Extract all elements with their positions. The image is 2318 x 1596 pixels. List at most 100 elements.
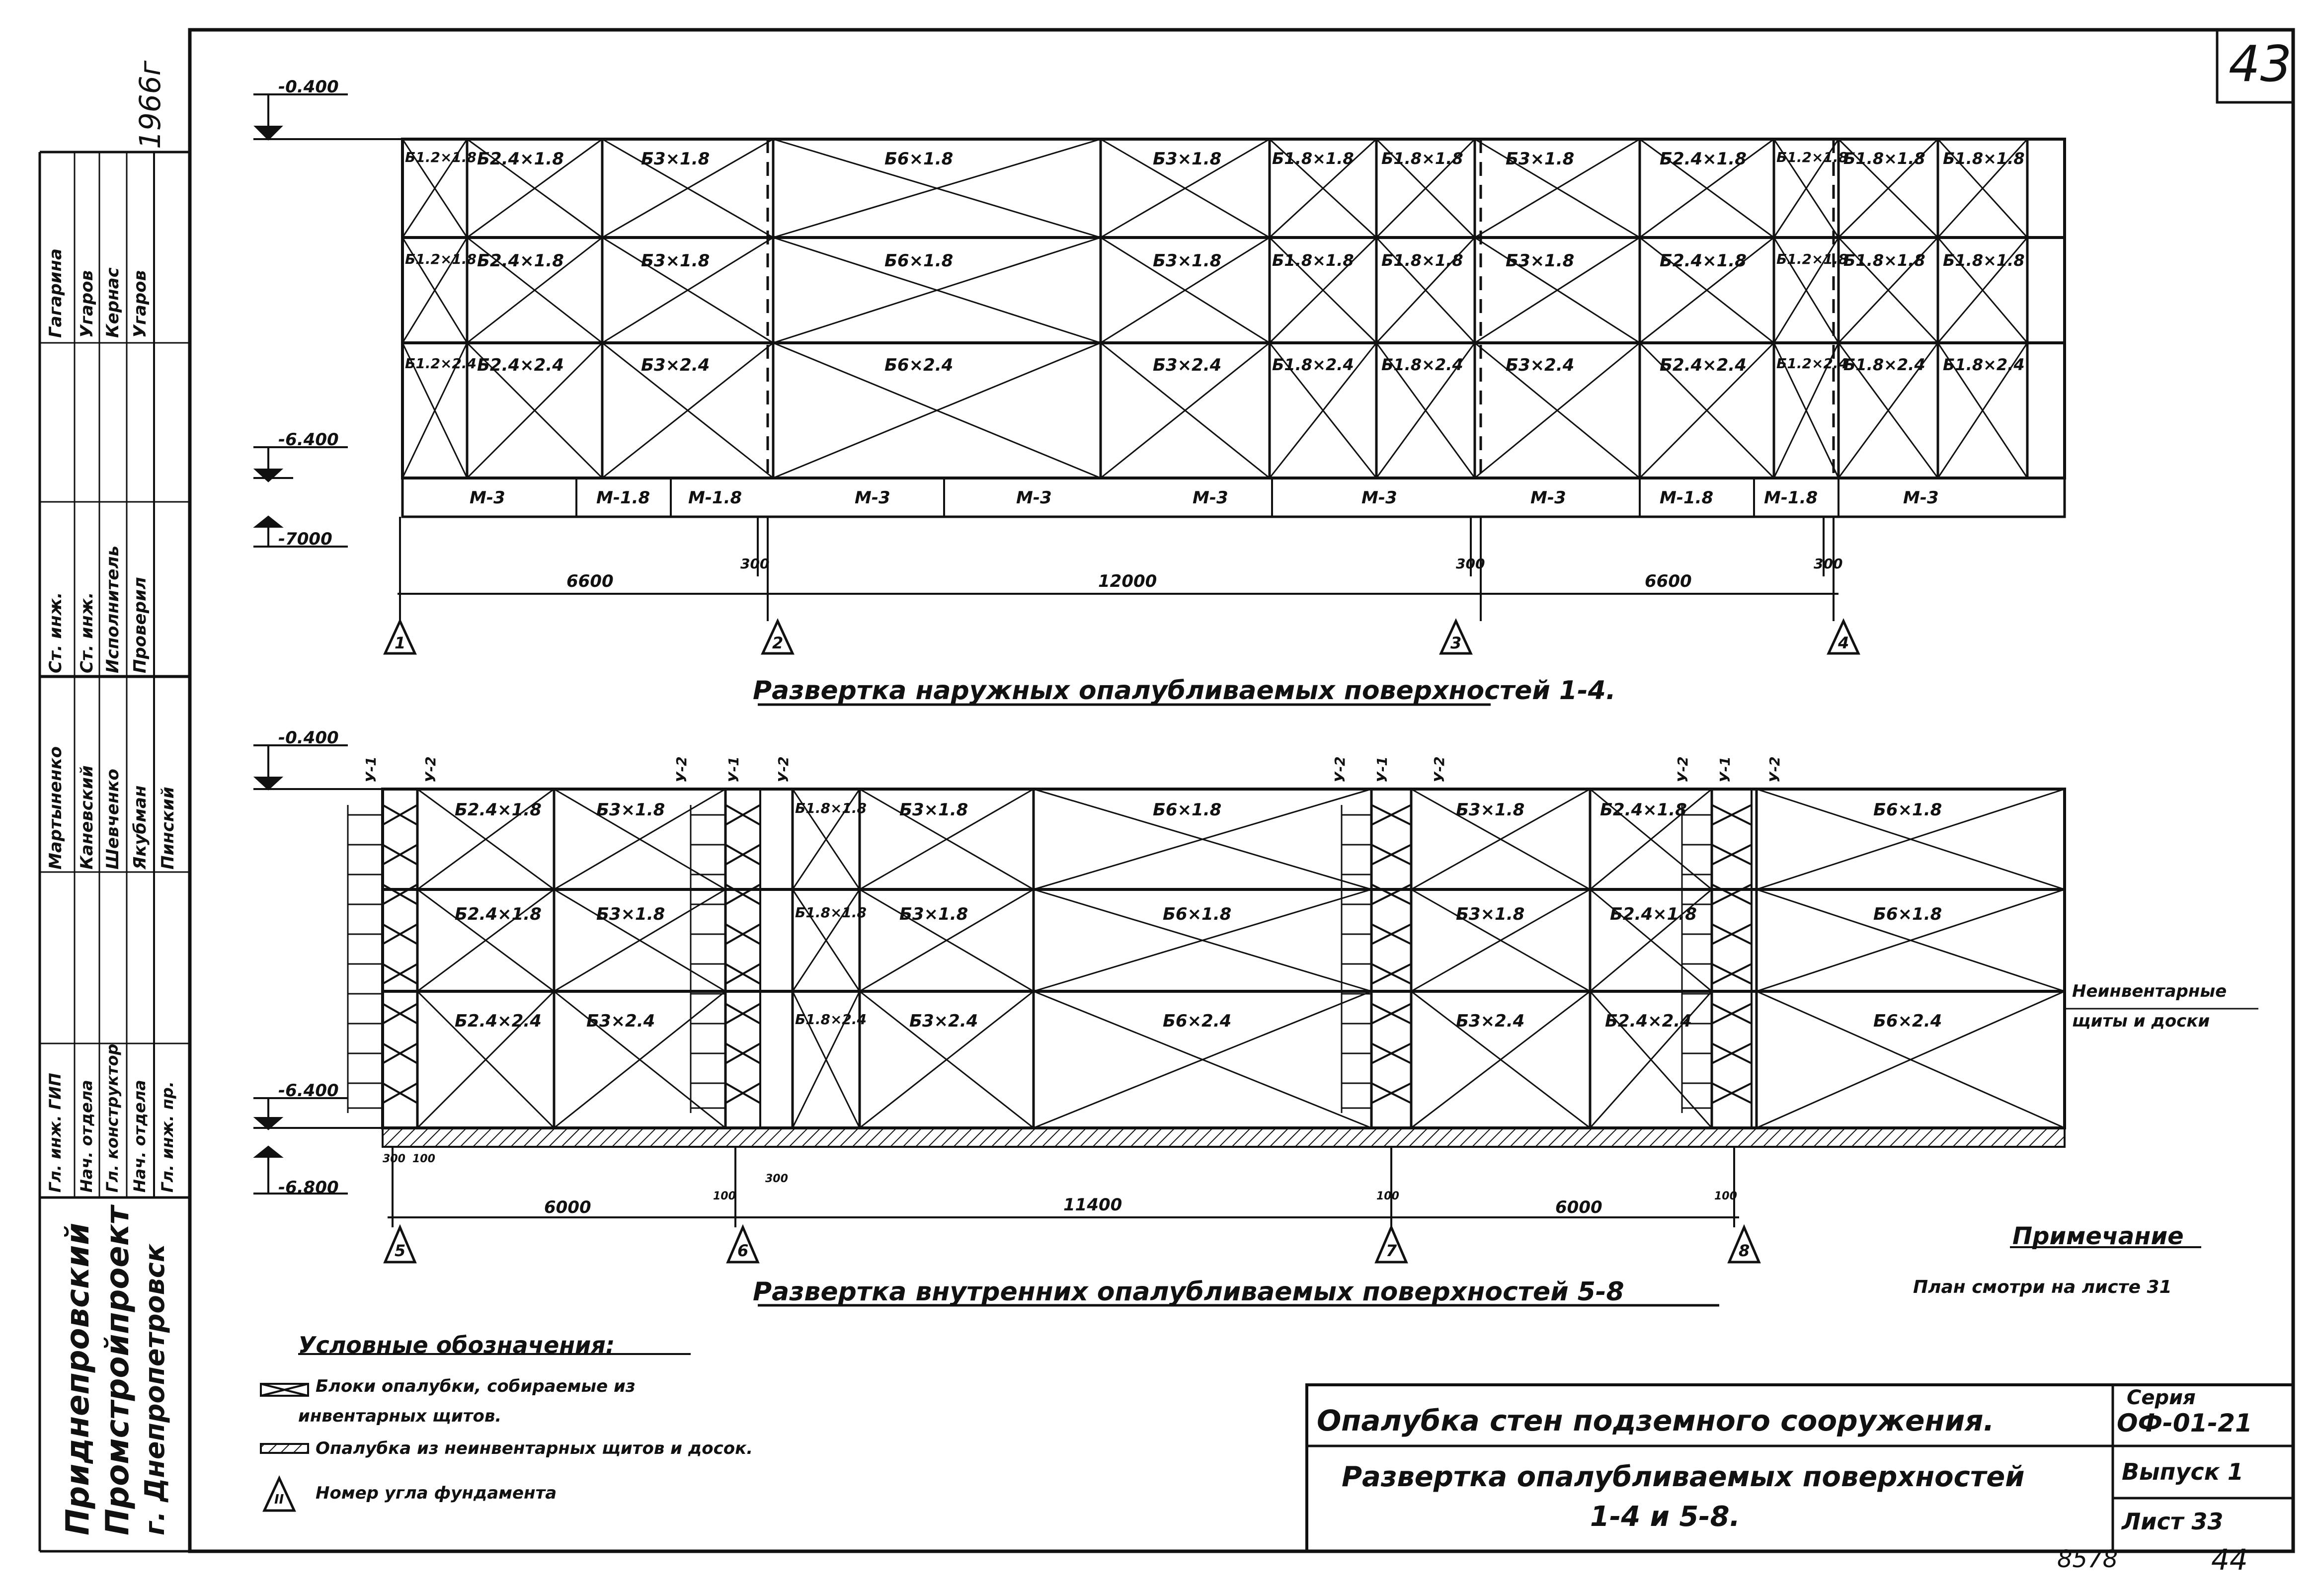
- top-r1-c10: Б1.2×1.8: [1776, 149, 1848, 165]
- corner-7: 7: [1386, 1241, 1397, 1260]
- top-title: Развертка наружных опалубливаемых поверх…: [753, 676, 1616, 706]
- top-elev-3: -7000: [278, 529, 332, 549]
- bot-r2-c6: Б3×1.8: [1456, 904, 1525, 924]
- top-r3-c10: Б1.2×2.4: [1776, 355, 1848, 372]
- top-r1-c1: Б1.2×1.8: [405, 149, 477, 165]
- u-label-8: У-2: [1431, 756, 1447, 783]
- top-r3-c6: Б1.8×2.4: [1272, 355, 1354, 374]
- corner-8: 8: [1739, 1241, 1750, 1260]
- top-beam-6: М-3: [1193, 488, 1228, 508]
- top-beam-4: М-3: [855, 488, 890, 508]
- name-top-3: Кернас: [103, 267, 123, 338]
- bot-r1-c4: Б3×1.8: [899, 800, 968, 820]
- top-r2-c9: Б2.4×1.8: [1660, 251, 1747, 271]
- top-r3-c8: Б3×2.4: [1506, 355, 1575, 375]
- top-r2-c3: Б3×1.8: [641, 251, 710, 271]
- bot-r3-c3: Б1.8×2.4: [795, 1011, 867, 1028]
- name-top-2: Угаров: [77, 270, 97, 338]
- u-label-2: У-2: [422, 756, 439, 783]
- top-elev-2: -6.400: [278, 430, 339, 450]
- bot-r2-c2: Б3×1.8: [596, 904, 665, 924]
- bot-r3-c4: Б3×2.4: [909, 1011, 978, 1031]
- bottom-elev-1: -0.400: [278, 728, 339, 748]
- name-top-4: Угаров: [130, 270, 150, 338]
- u-label-3: У-2: [673, 756, 690, 783]
- bot-r1-c2: Б3×1.8: [596, 800, 665, 820]
- role-top-1: Ст. инж.: [46, 592, 66, 673]
- bot-small-dim-4: 300: [765, 1173, 788, 1185]
- bottom-dim-3: 6000: [1555, 1197, 1602, 1217]
- top-r2-c10: Б1.2×1.8: [1776, 251, 1848, 267]
- top-r3-c4: Б6×2.4: [884, 355, 954, 375]
- bot-r2-c7: Б2.4×1.8: [1610, 904, 1697, 924]
- legend-symbols: [260, 1246, 2201, 1512]
- issue-label: Выпуск 1: [2122, 1458, 2243, 1485]
- bot-r1-c8: Б6×1.8: [1873, 800, 1942, 820]
- note-label-line-1: Неинвентарные: [2072, 981, 2227, 1001]
- role-bottom-4: Нач. отдела: [130, 1080, 149, 1193]
- sheet-frame: [188, 28, 2295, 1553]
- top-r2-c12: Б1.8×1.8: [1943, 251, 2025, 270]
- top-r1-c7: Б1.8×1.8: [1381, 149, 1463, 168]
- role-bottom-3: Гл. конструктор: [103, 1043, 122, 1193]
- role-top-4: Проверил: [130, 577, 150, 673]
- bot-small-dim-6: 100: [1714, 1190, 1737, 1202]
- legend-item-1b: инвентарных щитов.: [298, 1406, 502, 1426]
- top-r1-c4: Б6×1.8: [884, 149, 954, 169]
- bot-r1-c7: Б2.4×1.8: [1600, 800, 1687, 820]
- bot-r3-c2: Б3×2.4: [586, 1011, 655, 1031]
- corner-6: 6: [737, 1241, 749, 1260]
- bot-r2-c3: Б1.8×1.8: [795, 904, 867, 921]
- top-beam-9: М-1.8: [1660, 488, 1714, 508]
- corner-4: 4: [1838, 634, 1849, 652]
- corner-2: 2: [772, 634, 784, 652]
- top-small-dim-1: 300: [740, 556, 770, 572]
- name-bottom-4: Якубман: [130, 785, 150, 870]
- top-beam-7: М-3: [1361, 488, 1397, 508]
- top-r1-c6: Б1.8×1.8: [1272, 149, 1354, 168]
- stamp-subtitle-2: 1-4 и 5-8.: [1590, 1501, 1740, 1533]
- u-label-7: У-1: [1374, 756, 1390, 783]
- bottom-dim-2: 11400: [1063, 1195, 1122, 1215]
- corner-5: 5: [395, 1241, 406, 1260]
- series-value: ОФ-01-21: [2117, 1409, 2252, 1437]
- top-r1-c12: Б1.8×1.8: [1943, 149, 2025, 168]
- top-wall-panels: [253, 93, 2066, 706]
- legend-title: Условные обозначения:: [298, 1332, 615, 1358]
- name-bottom-1: Мартыненко: [46, 746, 66, 870]
- u-label-9: У-2: [1675, 756, 1691, 783]
- corner-1: 1: [395, 634, 406, 652]
- bot-r3-c6: Б3×2.4: [1456, 1011, 1525, 1031]
- u-label-10: У-1: [1717, 756, 1733, 783]
- top-r3-c1: Б1.2×2.4: [405, 355, 477, 372]
- bot-r1-c1: Б2.4×1.8: [455, 800, 542, 820]
- bot-r3-c8: Б6×2.4: [1873, 1011, 1942, 1031]
- role-bottom-5: Гл. инж. пр.: [158, 1081, 177, 1193]
- role-bottom-2: Нач. отдела: [77, 1080, 96, 1193]
- bot-r3-c1: Б2.4×2.4: [455, 1011, 542, 1031]
- bot-small-dim-2: 100: [412, 1153, 435, 1165]
- top-r3-c9: Б2.4×2.4: [1660, 355, 1747, 375]
- top-r2-c6: Б1.8×1.8: [1272, 251, 1354, 270]
- top-r3-c3: Б3×2.4: [641, 355, 710, 375]
- top-r2-c8: Б3×1.8: [1506, 251, 1575, 271]
- note-label-line-2: щиты и доски: [2072, 1011, 2210, 1031]
- top-r1-c11: Б1.8×1.8: [1843, 149, 1925, 168]
- top-r3-c7: Б1.8×2.4: [1381, 355, 1463, 374]
- bot-r3-c7: Б2.4×2.4: [1605, 1011, 1692, 1031]
- top-r2-c5: Б3×1.8: [1153, 251, 1222, 271]
- bot-r2-c1: Б2.4×1.8: [455, 904, 542, 924]
- top-r2-c4: Б6×1.8: [884, 251, 954, 271]
- role-bottom-1: Гл. инж. ГИП: [46, 1073, 65, 1193]
- top-r2-c1: Б1.2×1.8: [405, 251, 477, 267]
- sheet-number: 43: [2229, 35, 2292, 93]
- top-dim-1: 6600: [566, 571, 614, 591]
- top-small-dim-2: 300: [1456, 556, 1485, 572]
- top-r2-c2: Б2.4×1.8: [477, 251, 564, 271]
- top-r2-c7: Б1.8×1.8: [1381, 251, 1463, 270]
- top-small-dim-3: 300: [1814, 556, 1843, 572]
- top-dim-2: 12000: [1098, 571, 1157, 591]
- bot-small-dim-5: 100: [1376, 1190, 1399, 1202]
- top-r1-c3: Б3×1.8: [641, 149, 710, 169]
- bottom-title: Развертка внутренних опалубливаемых пове…: [753, 1277, 1624, 1307]
